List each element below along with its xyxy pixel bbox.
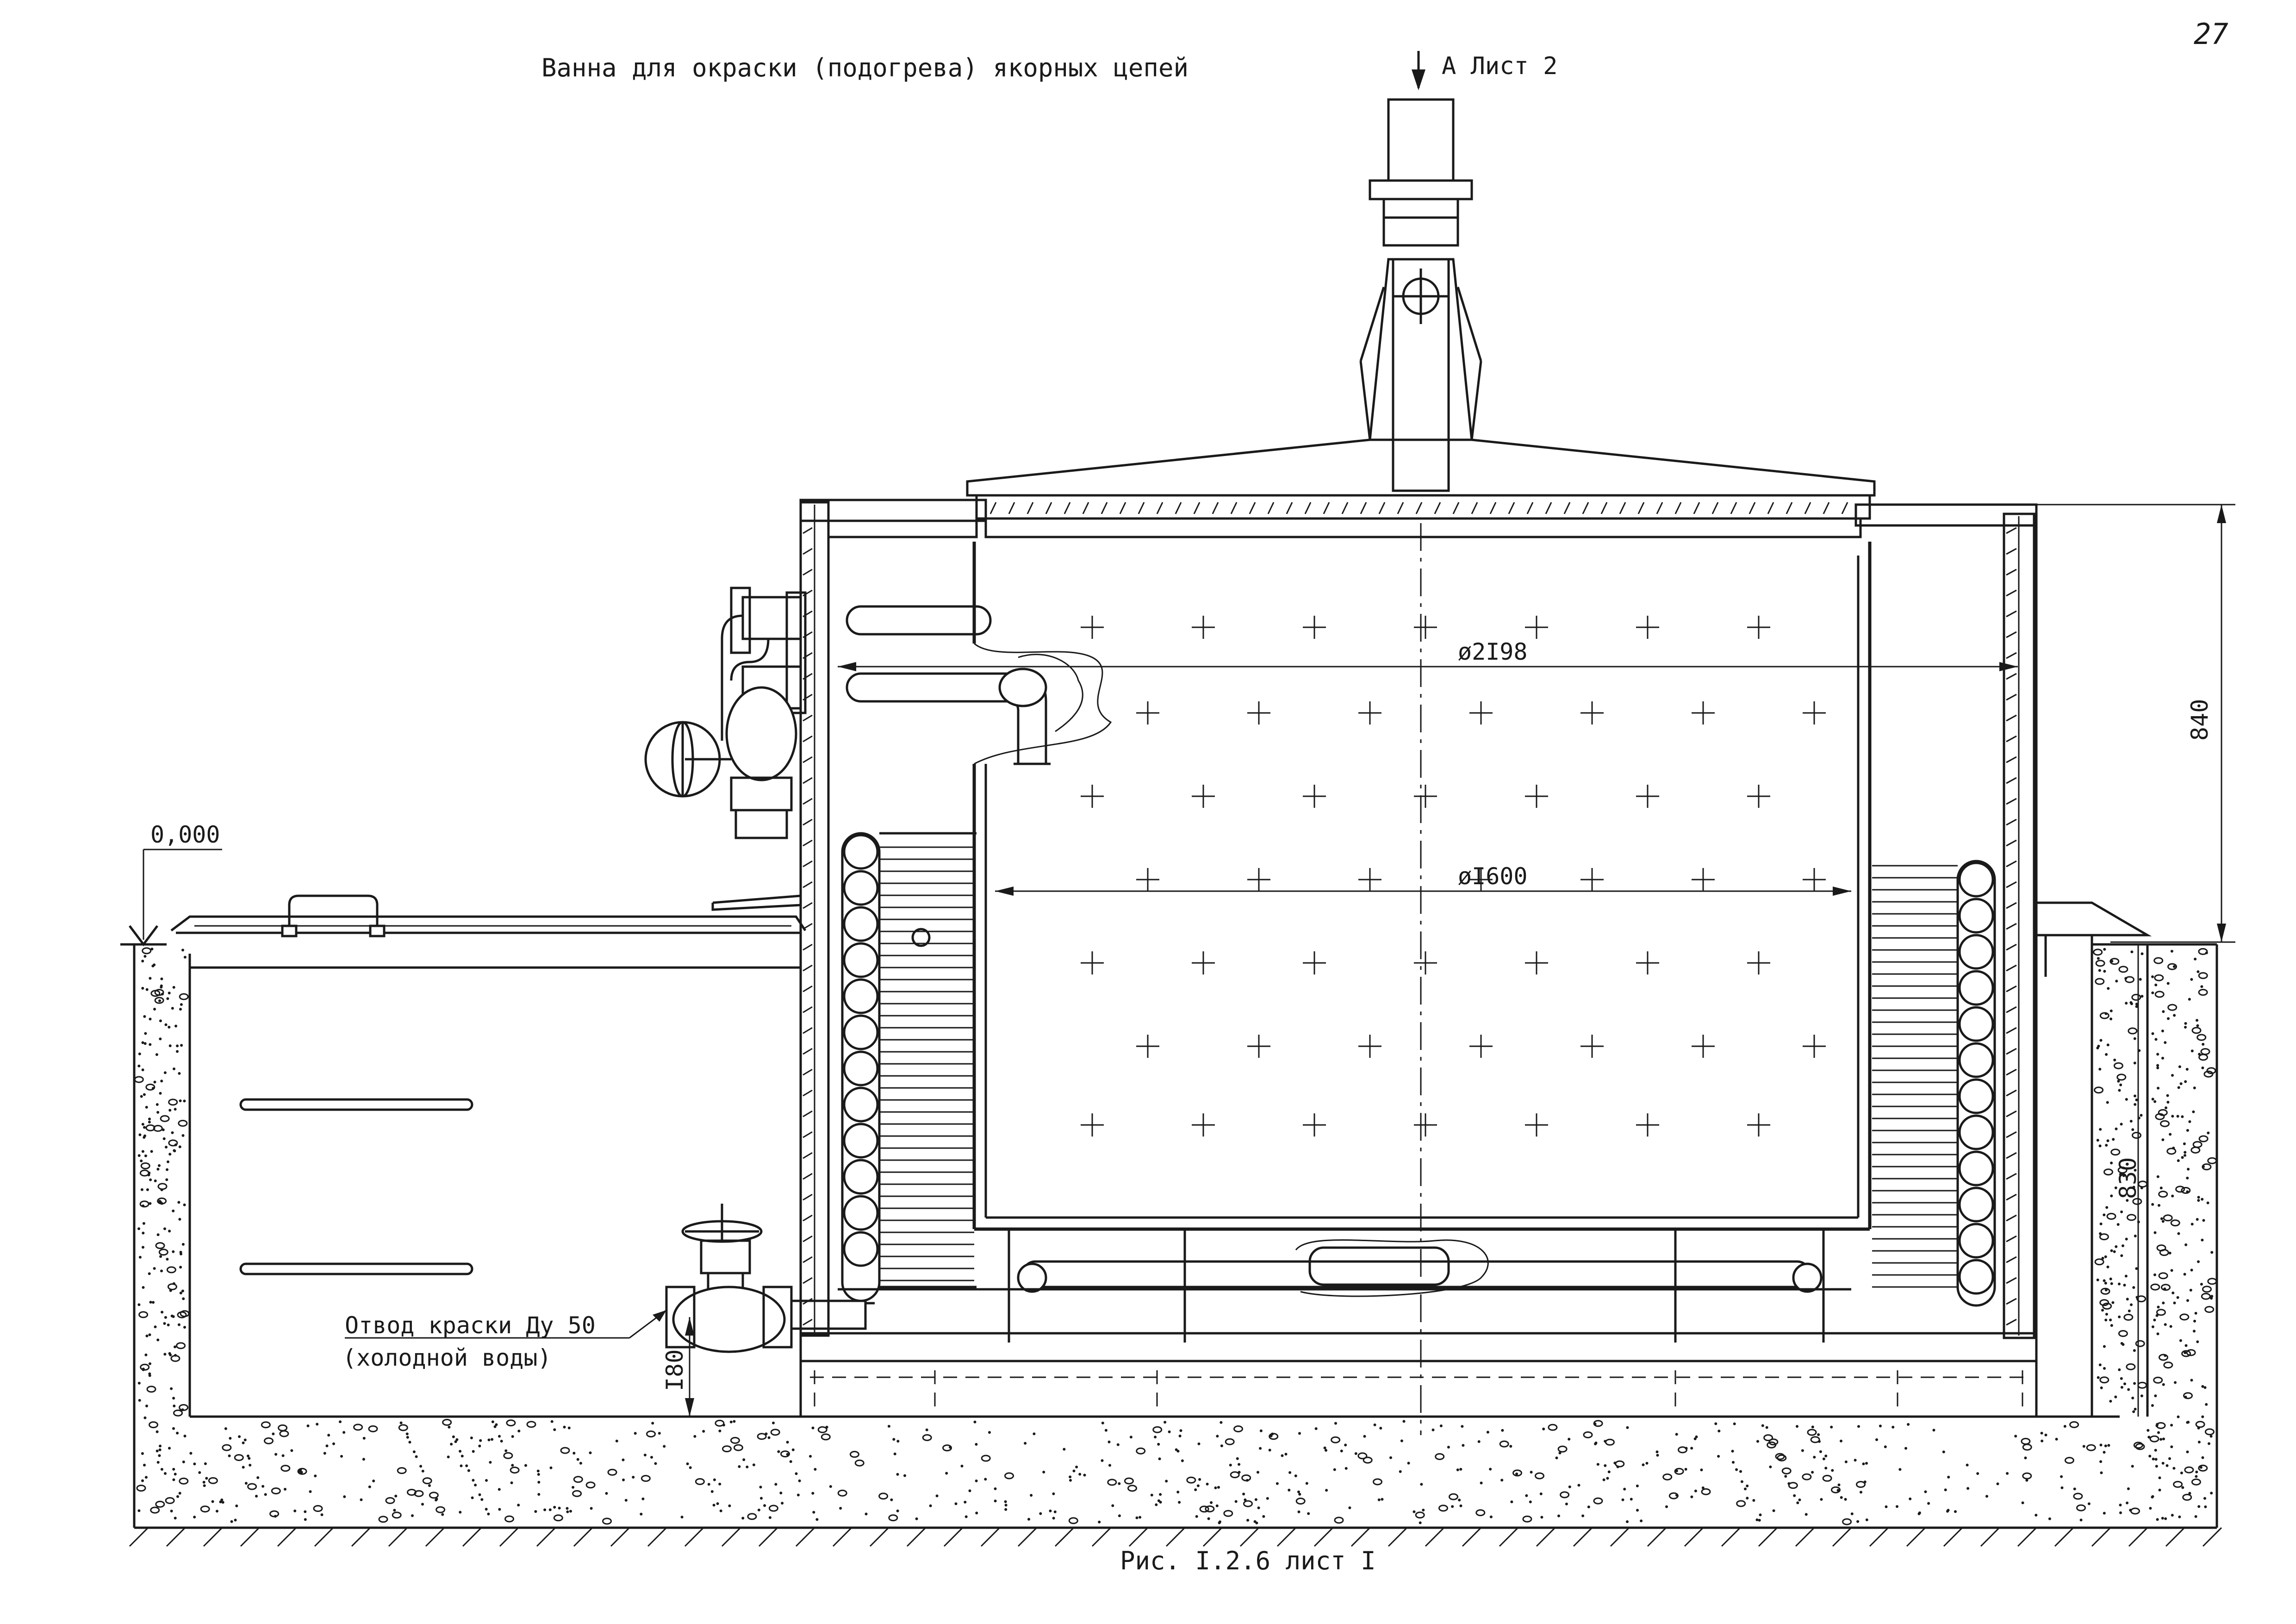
drain-label-line1: Отвод краски Ду 50	[345, 1312, 596, 1339]
lid-assembly	[966, 98, 1876, 538]
height-dimension	[2036, 504, 2235, 943]
page-number: 27	[2194, 17, 2228, 51]
drain-leader	[345, 1309, 667, 1339]
bath-body	[711, 499, 2152, 1418]
figure-caption: Рис. I.2.6 лист I	[1120, 1546, 1376, 1575]
level-mark	[129, 849, 222, 947]
drain-height-label: I80	[661, 1349, 688, 1391]
pit-depth-label: 830	[2115, 1157, 2141, 1199]
inner-diameter-dimension	[995, 887, 1851, 896]
height-label: 840	[2186, 699, 2213, 741]
drain-valve	[665, 1204, 875, 1353]
view-reference-label: А Лист 2	[1442, 52, 1557, 80]
view-reference-arrow	[1412, 51, 1425, 90]
outer-diameter-dimension	[838, 662, 2018, 671]
drawing-title: Ванна для окраски (подогрева) якорных це…	[541, 53, 1188, 82]
outer-diameter-label: ø2I98	[1458, 638, 1528, 665]
heating-coil-left	[841, 832, 977, 1302]
heating-coil-right	[1872, 860, 1996, 1307]
drain-height-dimension	[685, 1317, 694, 1417]
steam-inlet-pipes	[721, 587, 1083, 765]
drain-label-line2: (холодной воды)	[342, 1344, 552, 1371]
level-mark-label: 0,000	[150, 821, 220, 848]
inspection-port	[911, 928, 931, 947]
inner-basket	[838, 542, 1872, 1343]
inner-diameter-label: øI600	[1458, 863, 1528, 890]
upper-valve	[644, 686, 797, 839]
